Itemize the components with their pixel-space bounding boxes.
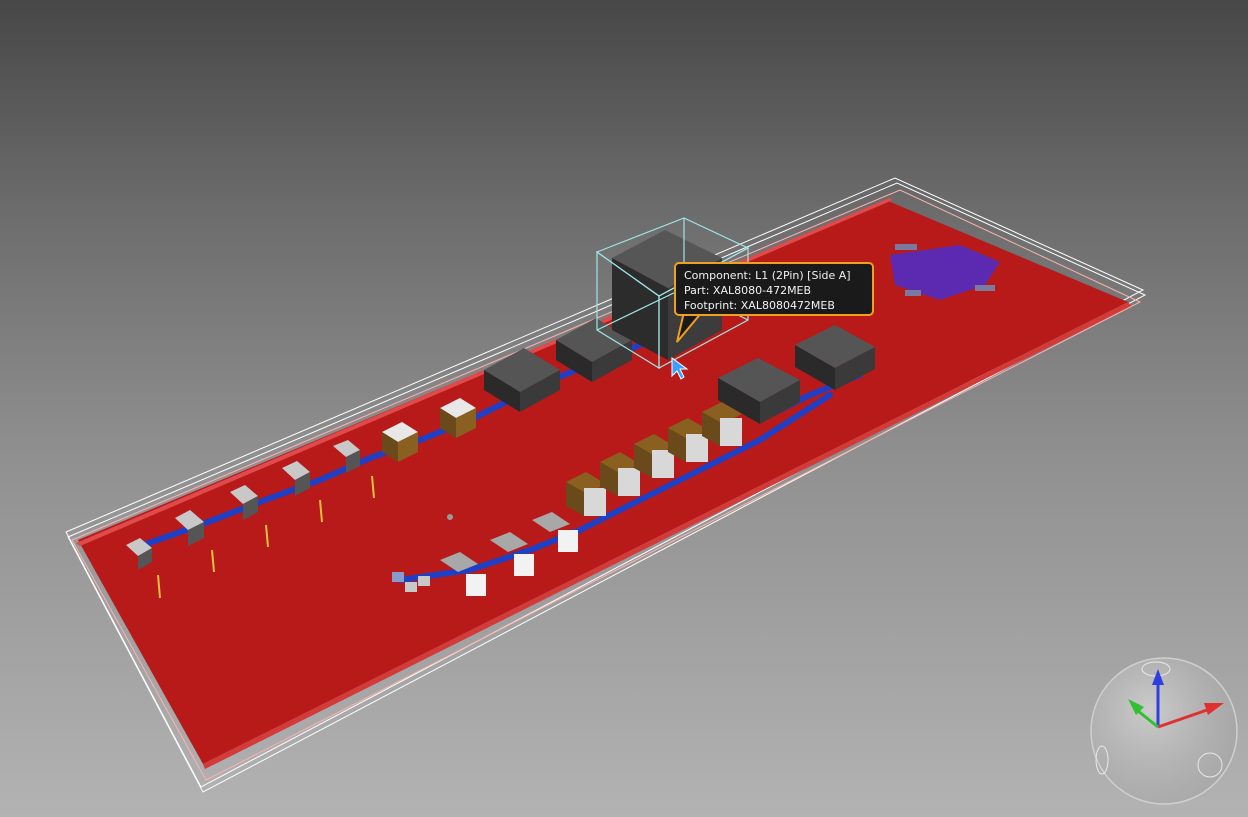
tooltip-footprint-line: Footprint: XAL8080472MEB (684, 299, 835, 312)
purple-copper-region (890, 244, 1000, 300)
board-edge-bottom (203, 302, 1131, 769)
x-axis-arrow-icon (1204, 703, 1224, 715)
tooltip-component-line: Component: L1 (2Pin) [Side A] (684, 269, 851, 282)
arrow-pointer-icon (671, 357, 689, 380)
x-axis (1157, 707, 1211, 729)
y-axis (1137, 709, 1159, 729)
z-axis-arrow-icon (1152, 669, 1164, 685)
gizmo-ring-left (1095, 745, 1109, 775)
gizmo-ring-right (1197, 752, 1223, 778)
component-tooltip: Component: L1 (2Pin) [Side A] Part: XAL8… (674, 262, 874, 316)
y-axis-arrow-icon (1128, 699, 1144, 715)
capacitors-upper (382, 398, 476, 462)
gizmo-sphere[interactable] (1090, 657, 1238, 805)
selected-component-l1[interactable] (595, 217, 750, 370)
orientation-gizmo[interactable] (1088, 655, 1240, 807)
tooltip-part-line: Part: XAL8080-472MEB (684, 284, 812, 297)
smd-components-bottom (392, 512, 578, 596)
capacitors-lower-row (566, 402, 742, 516)
smd-components-left-row (126, 440, 375, 599)
